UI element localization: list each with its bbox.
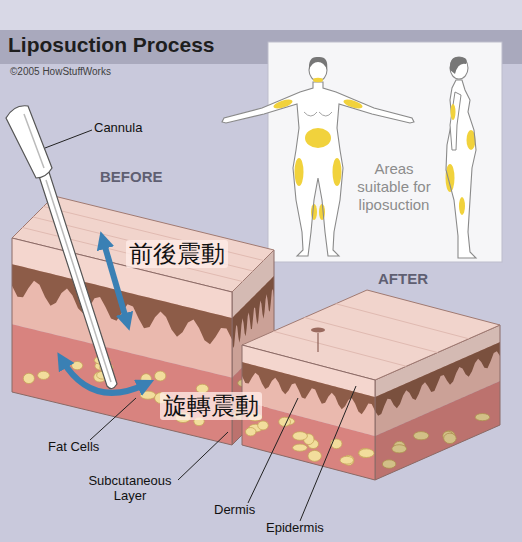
state-label: BEFORE bbox=[100, 168, 163, 185]
leader-line bbox=[300, 386, 356, 521]
body-outline bbox=[446, 80, 476, 258]
dimple bbox=[311, 328, 325, 333]
panel-caption: Areas suitable for liposuction bbox=[348, 160, 440, 214]
suitable-area bbox=[333, 158, 342, 186]
fat-cell bbox=[293, 432, 308, 441]
motion-arrow bbox=[103, 240, 127, 322]
fat-cell bbox=[258, 421, 269, 430]
suitable-area bbox=[313, 78, 323, 82]
fat-cell bbox=[23, 373, 34, 383]
motion-label: 旋轉震動 bbox=[160, 392, 262, 420]
head bbox=[450, 57, 468, 79]
state-label: AFTER bbox=[378, 270, 428, 287]
motion-label: 前後震動 bbox=[126, 240, 228, 268]
suitable-area bbox=[446, 164, 455, 192]
leader-line bbox=[90, 398, 136, 440]
incision-line bbox=[318, 333, 319, 352]
copyright: ©2005 HowStuffWorks bbox=[10, 66, 111, 78]
fat-cell bbox=[245, 428, 255, 436]
front-figure bbox=[222, 57, 414, 256]
rotation-arrow bbox=[62, 360, 146, 393]
body-detail bbox=[304, 112, 332, 116]
cannula-and-arrows bbox=[6, 106, 146, 393]
subcutaneous-layer bbox=[12, 324, 232, 445]
fat-cell bbox=[293, 444, 308, 451]
leader-line bbox=[178, 432, 228, 480]
part-label: Cannula bbox=[94, 121, 142, 136]
hair bbox=[450, 57, 467, 74]
fat-cell bbox=[340, 456, 353, 464]
title: Liposuction Process bbox=[8, 33, 215, 57]
fat-cell bbox=[155, 371, 166, 381]
part-label: Fat Cells bbox=[48, 440, 99, 455]
body-fill bbox=[446, 80, 476, 258]
skin-texture bbox=[305, 318, 438, 353]
suitable-area bbox=[459, 197, 465, 215]
fat-cell bbox=[38, 371, 50, 379]
part-label: Epidermis bbox=[266, 521, 324, 536]
fat-cell bbox=[140, 391, 155, 399]
fat-cell bbox=[308, 450, 321, 461]
side-figure bbox=[446, 57, 477, 258]
part-label: Dermis bbox=[214, 503, 255, 518]
before-skin-block bbox=[12, 196, 274, 445]
part-label: Subcutaneous Layer bbox=[80, 474, 180, 504]
top-strip bbox=[0, 0, 522, 30]
hair bbox=[309, 57, 327, 70]
body-figures bbox=[222, 57, 476, 258]
fat-cell bbox=[72, 361, 83, 369]
cannula-shading bbox=[24, 114, 111, 382]
cannula-handle bbox=[6, 106, 52, 178]
panel-box: Areas suitable for liposuction bbox=[268, 42, 502, 262]
arm bbox=[450, 92, 461, 150]
fat-cell bbox=[359, 449, 374, 458]
suitable-area bbox=[451, 104, 456, 120]
leader-lines bbox=[45, 130, 356, 521]
after-skin-block bbox=[242, 290, 500, 480]
leader-line bbox=[45, 130, 92, 148]
skin-texture bbox=[336, 304, 469, 339]
suitable-area bbox=[295, 158, 304, 186]
skin-blocks bbox=[12, 196, 500, 480]
suitable-area bbox=[305, 128, 331, 148]
